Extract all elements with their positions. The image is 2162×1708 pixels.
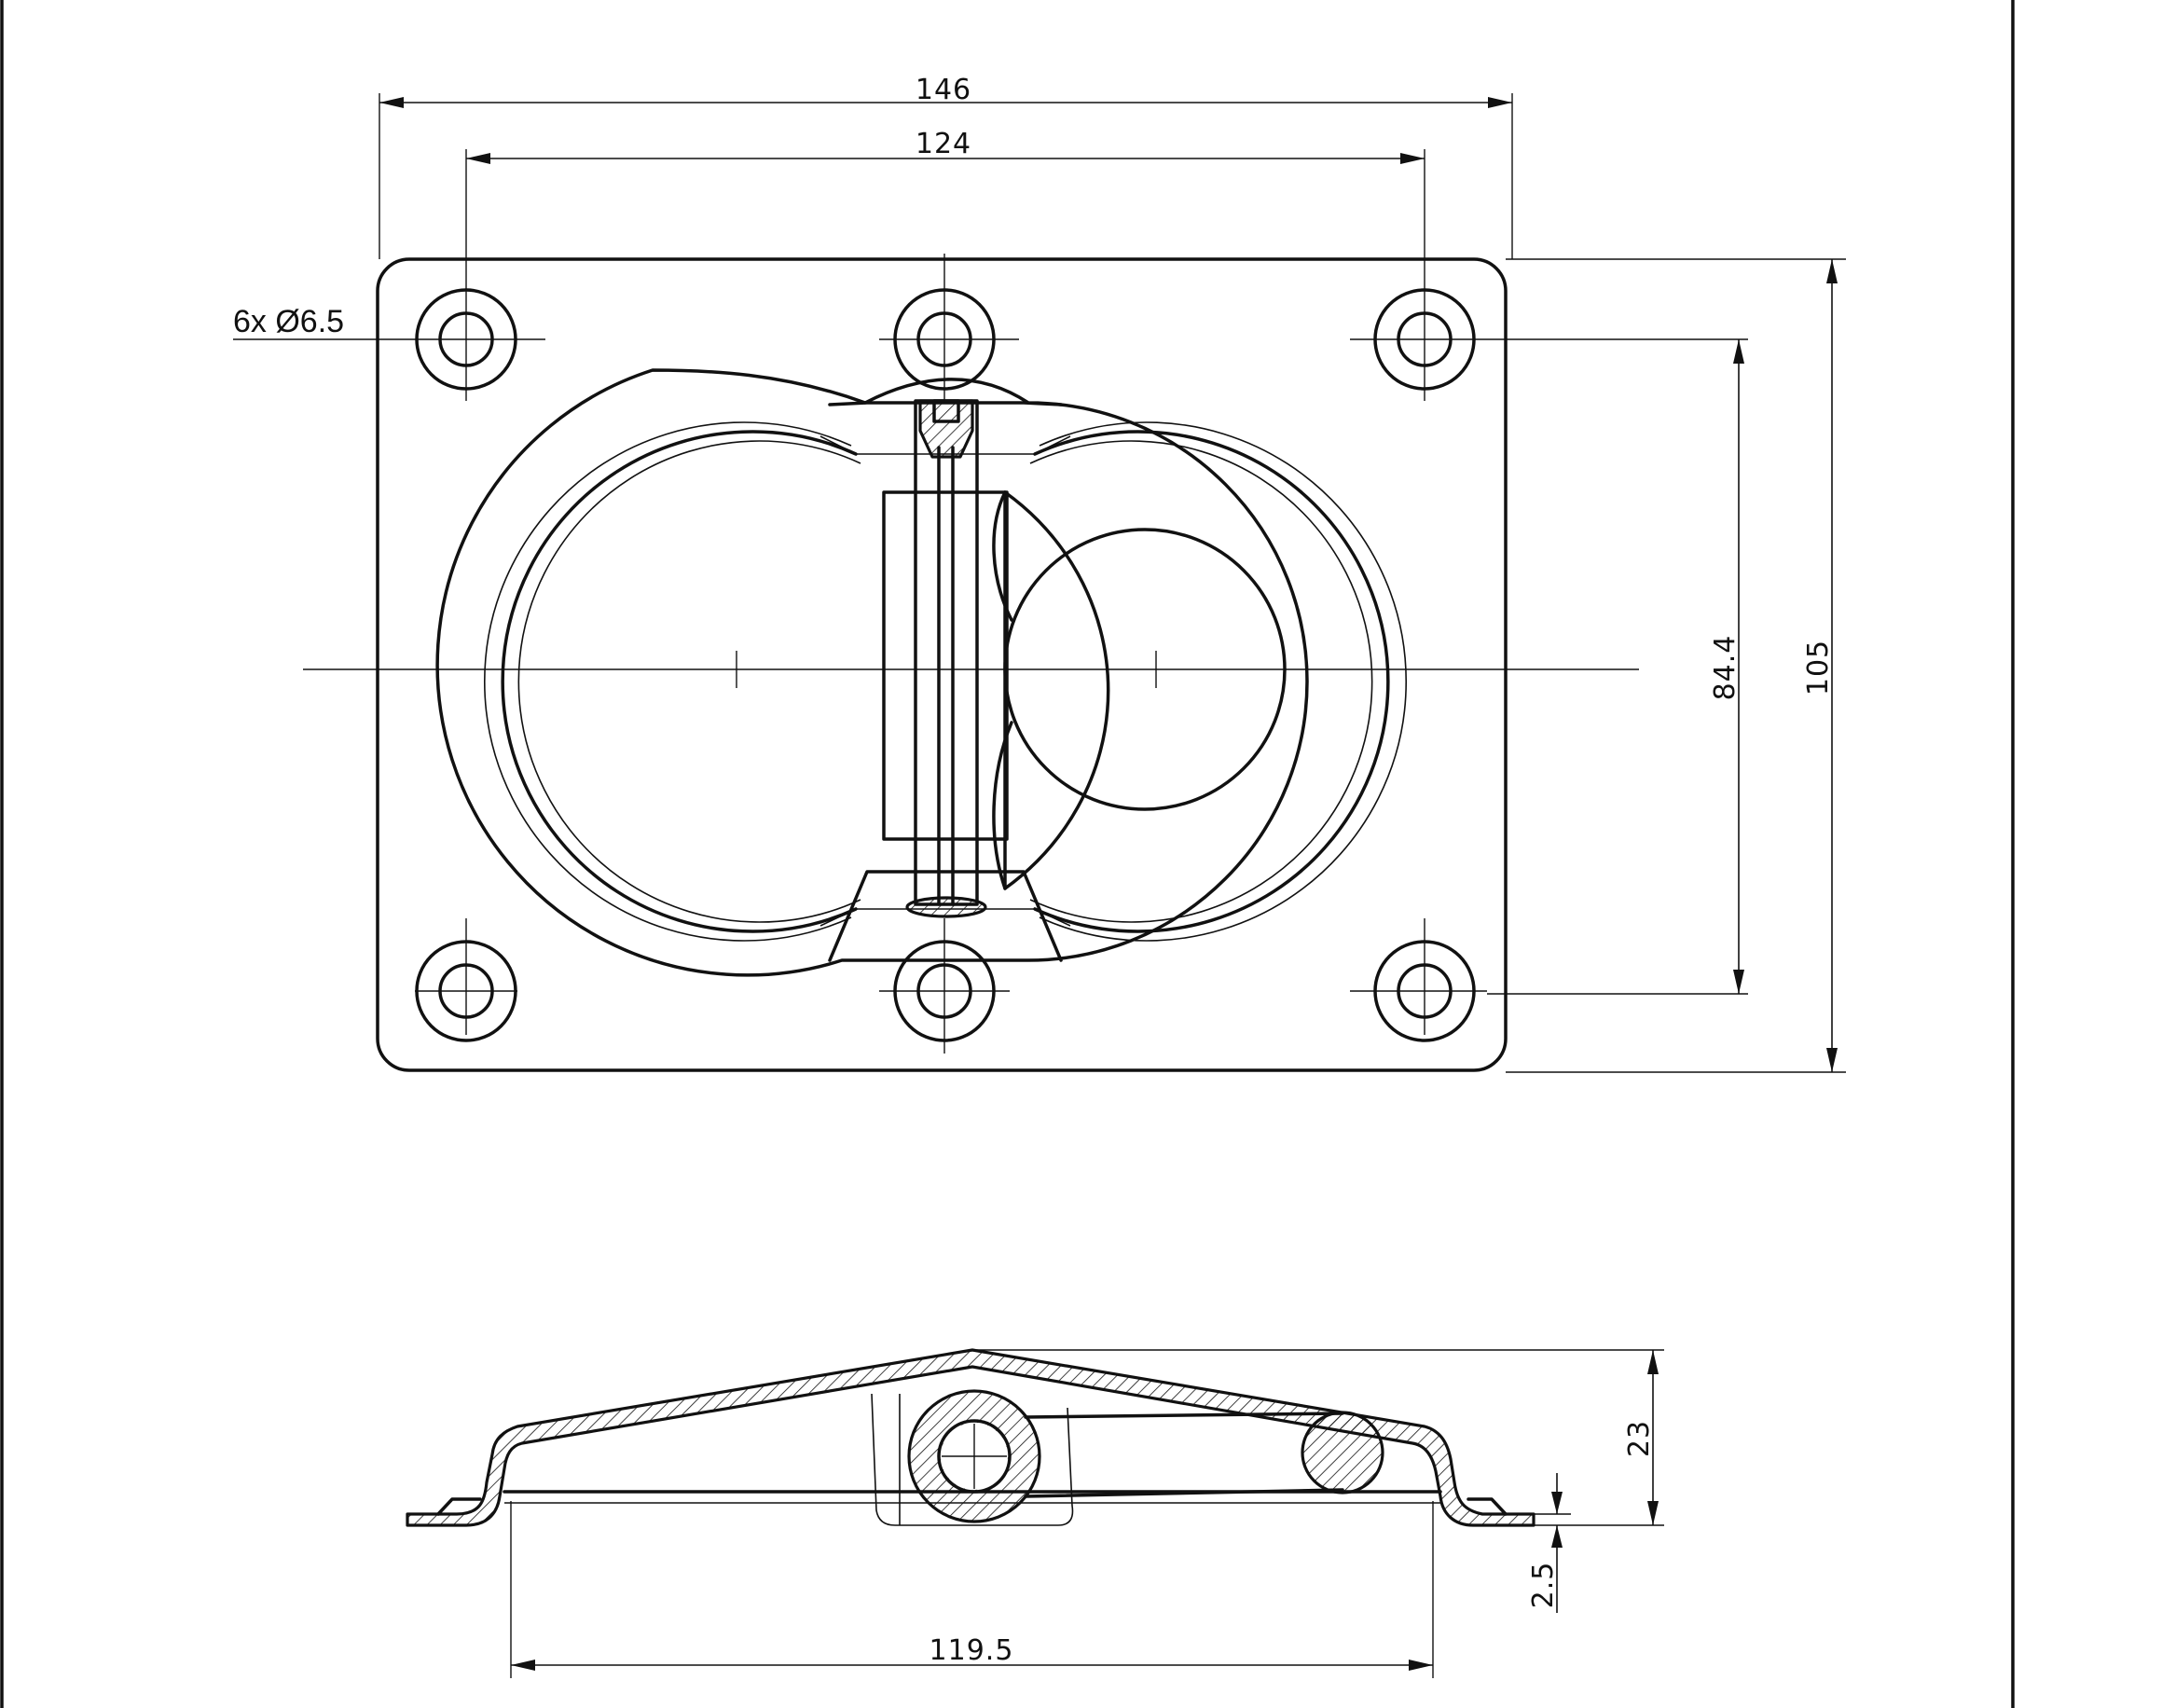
- left-cup-inner: [483, 421, 852, 942]
- right-cup-outline: [1033, 430, 1390, 933]
- side-view: 23 2.5 119.5: [406, 1348, 1664, 1678]
- mounting-hole: [1350, 918, 1487, 1042]
- recess-neck-bottom: [828, 870, 1063, 962]
- hinge-screw-top: [918, 399, 974, 459]
- ring-arm-lower: [1024, 1488, 1344, 1498]
- ring-section: [1301, 1411, 1384, 1494]
- right-cup-inner-2: [1029, 440, 1373, 923]
- hinge-block: [882, 490, 1009, 841]
- folded-ring-bottom-lobe: [992, 721, 1013, 890]
- mounting-holes: [415, 254, 1487, 1054]
- dimension-hole-spacing-y: 84.4: [1487, 338, 1748, 995]
- dimension-thickness: 2.5: [1527, 1473, 1571, 1613]
- top-view: 146 124 105 84.4: [233, 74, 1846, 1073]
- dimension-text-2-5: 2.5: [1527, 1562, 1560, 1609]
- mounting-hole: [415, 288, 545, 401]
- folded-ring-outline: [1003, 490, 1110, 890]
- dimension-overall-width: 146: [379, 74, 1513, 259]
- dimension-overall-height: 105: [1506, 258, 1846, 1073]
- recess-outer-outline: [435, 368, 1309, 977]
- folded-ring-top-lobe: [992, 490, 1013, 622]
- left-cup-outline: [501, 430, 858, 933]
- right-cup-inner: [1039, 421, 1408, 942]
- dimension-text-146: 146: [916, 74, 971, 106]
- left-flange-tab: [436, 1497, 482, 1516]
- mounting-hole: [879, 918, 1010, 1054]
- hinge-support: [871, 1393, 1074, 1526]
- dimension-height: 23: [972, 1349, 1664, 1526]
- dimension-text-23: 23: [1623, 1420, 1656, 1457]
- dimension-hole-spacing-x: 124: [465, 128, 1425, 289]
- mounting-hole: [415, 918, 517, 1042]
- dimension-text-105: 105: [1802, 640, 1835, 696]
- hinge-screw-cap: [932, 399, 960, 423]
- base-plate-outline: [376, 257, 1508, 1072]
- dimension-text-84-4: 84.4: [1709, 635, 1742, 701]
- hinge-pin-bore: [937, 1419, 1012, 1494]
- dimension-text-119-5: 119.5: [930, 1634, 1014, 1667]
- dimension-bottom-width: 119.5: [510, 1501, 1434, 1678]
- mounting-hole: [1350, 272, 1487, 401]
- ring-arm: [1024, 1412, 1344, 1419]
- mounting-hole: [879, 254, 1019, 401]
- hinge-rivet-bottom: [905, 896, 987, 918]
- dimension-text-124: 124: [916, 128, 971, 160]
- left-cup-inner-2: [517, 440, 861, 923]
- hole-callout: 6x Ø6.5: [233, 304, 415, 340]
- right-flange-tab: [1467, 1497, 1508, 1516]
- hole-note-text: 6x Ø6.5: [233, 304, 344, 339]
- hinge-pin: [914, 399, 979, 906]
